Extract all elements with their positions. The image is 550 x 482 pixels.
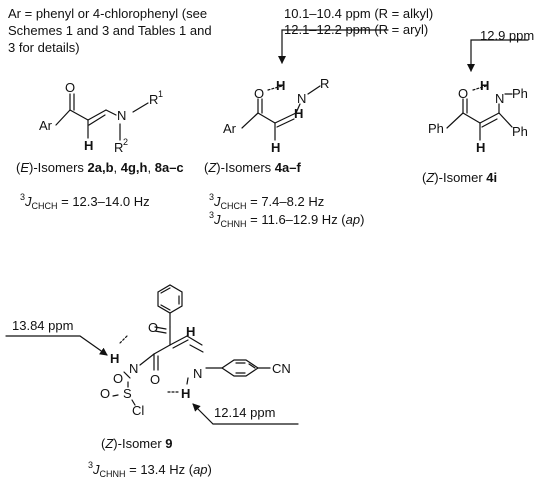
shift-label-13-84: 13.84 ppm (12, 318, 74, 333)
atom-h: H (480, 78, 489, 93)
shift-range-alkyl: 10.1–10.4 ppm (R = alkyl) (284, 6, 434, 21)
compound-9-caption: (Z)-Isomer 9 (101, 436, 173, 451)
arrow-to-z-nh (278, 29, 389, 64)
atom-h: H (294, 106, 303, 121)
e-isomer-structure (55, 93, 149, 141)
atom-r1: R (149, 92, 158, 107)
z-isomer-4i-caption: (Z)-Isomer 4i (422, 170, 498, 185)
atom-ph: Ph (512, 86, 528, 101)
atom-n: N (193, 366, 202, 381)
arrow-to-4i-nh (467, 39, 529, 72)
atom-o: O (100, 386, 110, 401)
arrow-13-84 (5, 335, 108, 356)
note-line-2: Schemes 1 and 3 and Tables 1 and (8, 23, 212, 38)
atom-n: N (297, 91, 306, 106)
atom-o: O (148, 320, 158, 335)
atom-o: O (113, 371, 123, 386)
atom-n: N (129, 361, 138, 376)
shift-label-12-14: 12.14 ppm (214, 405, 276, 420)
atom-cn: CN (272, 361, 291, 376)
atom-h: H (276, 78, 285, 93)
compound-9-structure (112, 284, 271, 406)
shift-4i: 12.9 ppm (480, 28, 535, 43)
atom-r2: R (114, 140, 123, 155)
atom-r1-sup: 1 (158, 89, 163, 99)
z-isomer-coupling-chnh: 3JCHNH = 11.6–12.9 Hz (ap) (209, 210, 365, 229)
note-line-1: Ar = phenyl or 4-chlorophenyl (see (8, 6, 208, 21)
atom-h: H (186, 324, 195, 339)
atom-labels: O Ar H N R 1 R 2 O H N R Ar H H O H N Ph… (39, 76, 528, 418)
atom-h: H (181, 386, 190, 401)
e-isomer-coupling: 3JCHCH = 12.3–14.0 Hz (20, 192, 150, 211)
atom-n: N (117, 108, 126, 123)
shift-arrows (5, 29, 529, 425)
atom-r: R (320, 76, 329, 91)
atom-o: O (150, 372, 160, 387)
atom-o: O (65, 80, 75, 95)
atom-ar: Ar (39, 118, 53, 133)
atom-o: O (254, 86, 264, 101)
atom-h: H (271, 140, 280, 155)
atom-ar: Ar (223, 121, 237, 136)
atom-ph: Ph (512, 124, 528, 139)
z-isomer-4i-structure (446, 85, 513, 141)
atom-h: H (110, 351, 119, 366)
atom-s: S (123, 386, 132, 401)
atom-ph: Ph (428, 121, 444, 136)
z-isomer-caption: (Z)-Isomers 4a–f (204, 160, 301, 175)
z-isomer-structure (241, 85, 321, 141)
atom-h: H (84, 138, 93, 153)
atom-n: N (495, 91, 504, 106)
shift-range-aryl: 12.1–12.2 ppm (R = aryl) (284, 22, 429, 37)
atom-h: H (476, 140, 485, 155)
note-line-3: 3 for details) (8, 40, 80, 55)
arrow-12-14 (192, 403, 299, 425)
compound-9-coupling: 3JCHNH = 13.4 Hz (ap) (88, 460, 212, 479)
atom-cl: Cl (132, 403, 144, 418)
e-isomer-caption: (E)-Isomers 2a,b, 4g,h, 8a–c (16, 160, 184, 175)
atom-r2-sup: 2 (123, 137, 128, 147)
z-isomer-coupling-chch: 3JCHCH = 7.4–8.2 Hz (209, 192, 325, 211)
atom-o: O (458, 86, 468, 101)
